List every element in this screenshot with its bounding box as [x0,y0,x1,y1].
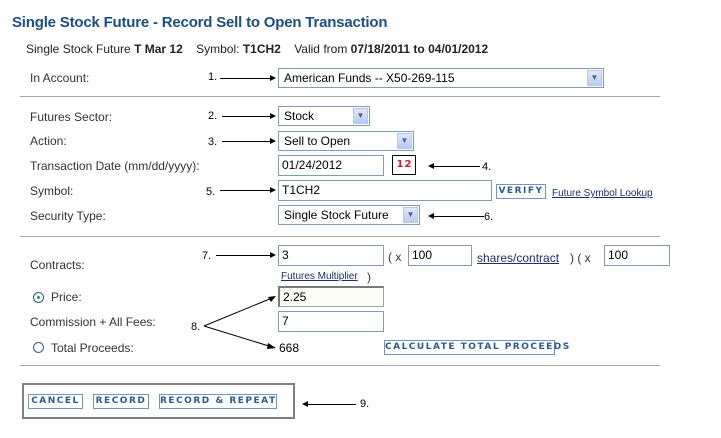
chevron-down-icon: ▼ [353,108,368,124]
summary-underlying: T [134,42,142,56]
commission-label: Commission + All Fees: [30,315,156,329]
shares-contract-link[interactable]: shares/contract [477,251,560,265]
price-label: Price: [51,290,82,304]
summary-prefix: Single Stock Future [26,42,135,56]
sector-select-value: Stock [284,109,315,123]
contract-summary: Single Stock Future T Mar 12 Symbol: T1C… [26,42,488,56]
annotation-arrow-7 [216,255,270,256]
price-input[interactable]: 2.25 [278,286,384,307]
symbol-input[interactable]: T1CH2 [278,180,492,201]
annotation-arrowhead-6 [428,213,434,219]
calendar-digit-2: 2 [404,159,412,170]
summary-to-label: to [413,42,425,56]
calendar-icon[interactable]: 1 2 [392,155,416,175]
record-and-repeat-button[interactable]: RECORD & REPEAT [159,394,277,409]
annotation-6: 6. [484,211,494,223]
futures-multiplier-link[interactable]: Futures Multiplier [281,271,358,282]
verify-button[interactable]: VERIFY [496,184,546,199]
futures-multiplier-input[interactable]: 100 [604,245,670,266]
page-title: Single Stock Future - Record Sell to Ope… [12,14,388,31]
summary-valid-label: Valid from [294,42,348,56]
action-select-value: Sell to Open [284,134,351,148]
action-label: Action: [30,134,67,148]
total-proceeds-value: 668 [279,341,300,355]
commission-input[interactable]: 7 [278,311,384,332]
summary-symbol-label: Symbol: [196,42,240,56]
account-select-value: American Funds -- X50-269-115 [284,71,455,85]
annotation-arrowhead-4 [428,163,434,169]
annotation-arrow-3 [222,141,270,142]
annotation-8: 8. [191,321,201,333]
calculate-total-proceeds-button[interactable]: CALCULATE TOTAL PROCEEDS [384,340,569,355]
security-type-label: Security Type: [30,209,106,223]
chevron-down-icon: ▼ [397,133,412,149]
paren-close-label: ) [367,270,371,284]
paren-close-open-label: ) ( x [570,251,591,265]
summary-valid-to: 04/01/2012 [428,42,489,56]
annotation-arrow-1 [220,78,270,79]
annotation-2: 2. [208,110,218,122]
contracts-label: Contracts: [30,258,85,272]
annotation-arrowhead-9 [302,401,308,407]
future-symbol-lookup-link[interactable]: Future Symbol Lookup [552,188,653,199]
total-proceeds-label: Total Proceeds: [51,341,134,355]
chevron-down-icon: ▼ [587,70,602,86]
annotation-arrowhead-2 [270,113,276,119]
annotation-arrows-8 [203,296,276,349]
symbol-label: Symbol: [30,184,74,198]
security-type-select-value: Single Stock Future [284,208,389,222]
annotation-arrowhead-7 [270,252,276,258]
chevron-down-icon: ▼ [403,207,418,223]
date-input[interactable]: 01/24/2012 [278,155,384,176]
annotation-4: 4. [482,161,492,173]
divider [20,96,660,97]
annotation-arrow-4 [434,166,480,167]
security-type-select[interactable]: Single Stock Future ▼ [278,205,420,225]
shares-per-contract-input[interactable]: 100 [408,245,472,266]
sector-label: Futures Sector: [30,110,113,124]
sector-select[interactable]: Stock ▼ [278,106,370,126]
summary-symbol: T1CH2 [242,42,281,56]
annotation-3: 3. [208,136,218,148]
cancel-button[interactable]: CANCEL [28,394,83,409]
calendar-digit-1: 1 [396,159,404,170]
divider [20,365,660,366]
annotation-arrow-2 [222,116,270,117]
total-proceeds-radio[interactable] [33,342,44,353]
date-label: Transaction Date (mm/dd/yyyy): [30,159,200,173]
price-radio[interactable] [33,292,44,303]
annotation-arrowhead-5 [270,187,276,193]
annotation-arrowhead-1 [270,75,276,81]
record-button[interactable]: RECORD [93,394,149,409]
annotation-9: 9. [360,398,370,410]
contracts-input[interactable]: 3 [278,245,384,266]
action-select[interactable]: Sell to Open ▼ [278,131,414,151]
annotation-arrow-6 [434,216,484,217]
annotation-arrow-9 [308,404,356,405]
account-select[interactable]: American Funds -- X50-269-115 ▼ [278,68,604,88]
divider [20,236,660,237]
paren-x-label: ( x [388,250,402,264]
annotation-1: 1. [208,71,218,83]
annotation-5: 5. [206,186,216,198]
action-button-group [22,383,295,419]
account-label: In Account: [30,71,90,85]
summary-valid-from: 07/18/2011 [350,42,411,56]
annotation-arrowhead-3 [270,138,276,144]
summary-expiry: Mar 12 [144,42,183,56]
annotation-arrow-5 [220,190,270,191]
annotation-7: 7. [202,250,212,262]
